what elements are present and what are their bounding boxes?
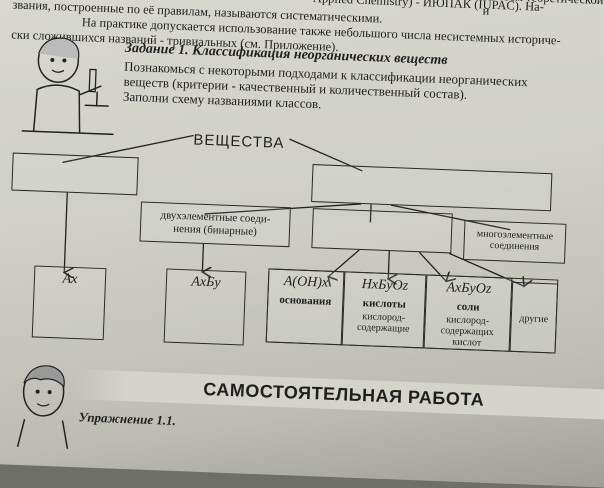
teacher-illustration: [21, 37, 114, 136]
simple-substance-box[interactable]: Ax: [31, 265, 107, 341]
formula-axby: AxБy: [191, 274, 221, 291]
blank-box-middle[interactable]: [311, 208, 453, 254]
formula-acids: HxБyOz: [361, 277, 409, 294]
multi-element-box: многоэлементные соединения: [463, 219, 567, 264]
binary-formula-box[interactable]: AxБy: [163, 268, 247, 346]
blank-box-left[interactable]: [11, 152, 139, 196]
bases-box: A(OH)x основания: [265, 268, 345, 346]
other-label: другие: [519, 313, 549, 326]
acids-box: HxБyOz кислоты кислород- содержащие: [341, 271, 427, 349]
salts-label: соли: [456, 300, 480, 314]
salts-box: AxБyOz соли кислород- содержащих кислот: [423, 274, 513, 352]
student-illustration: [16, 365, 69, 449]
acids-label: кислоты: [362, 297, 407, 311]
formula-bases: A(OH)x: [283, 274, 329, 291]
scheme-root-label: ВЕЩЕСТВА: [193, 131, 285, 152]
binary-compounds-box: двухэлементные соеди- нения (бинарные): [139, 201, 291, 248]
salts-sub-3: кислот: [452, 336, 482, 349]
formula-salts: AxБyOz: [446, 280, 492, 297]
bases-label: основания: [279, 293, 332, 308]
acids-sub-2: содержащие: [356, 321, 410, 335]
formula-ax: Ax: [62, 271, 78, 288]
other-box: другие: [509, 281, 559, 354]
